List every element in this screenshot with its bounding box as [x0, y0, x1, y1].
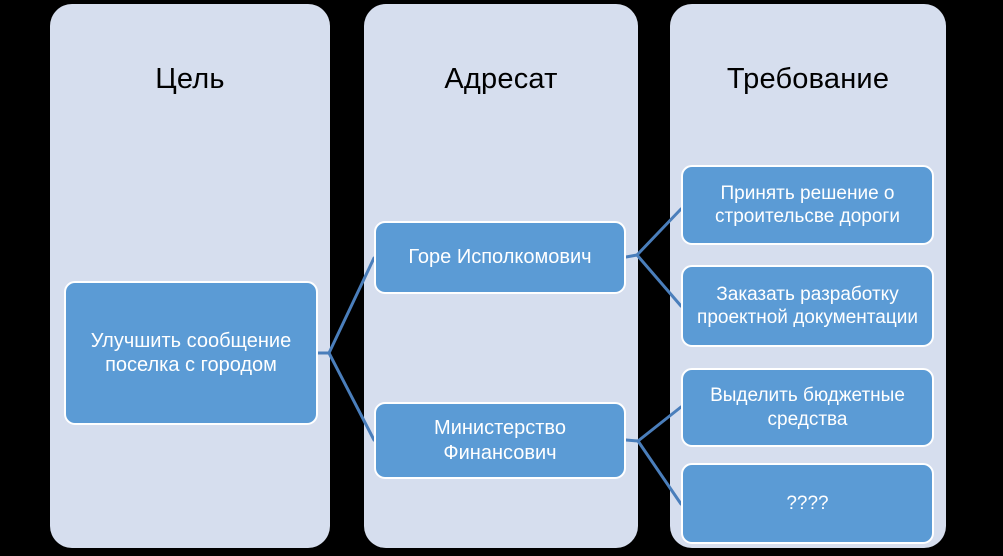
node-demand-4[interactable]: ????	[681, 463, 934, 544]
node-addressee-2-label: Министерство Финансович	[434, 417, 566, 464]
column-title-addressee: Адресат	[444, 63, 558, 95]
column-title-goal: Цель	[155, 63, 225, 95]
node-demand-1[interactable]: Принять решение о строительсве дороги	[681, 165, 934, 245]
column-panel-goal: Цель	[50, 4, 330, 548]
node-addressee-1-label: Горе Исполкомович	[408, 246, 592, 269]
node-demand-1-label: Принять решение о строительсве дороги	[715, 182, 900, 227]
node-addressee-2[interactable]: Министерство Финансович	[374, 402, 626, 479]
column-title-demand: Требование	[726, 63, 890, 95]
node-demand-2-label: Заказать разработку проектной документац…	[697, 283, 918, 328]
node-demand-3[interactable]: Выделить бюджетные средства	[681, 368, 934, 447]
node-goal-label: Улучшить сообщение поселка с городом	[90, 329, 292, 376]
node-goal[interactable]: Улучшить сообщение поселка с городом	[64, 281, 318, 425]
node-demand-3-label: Выделить бюджетные средства	[710, 385, 905, 430]
node-demand-4-label: ????	[786, 492, 829, 514]
node-addressee-1[interactable]: Горе Исполкомович	[374, 221, 626, 294]
node-demand-2[interactable]: Заказать разработку проектной документац…	[681, 265, 934, 347]
